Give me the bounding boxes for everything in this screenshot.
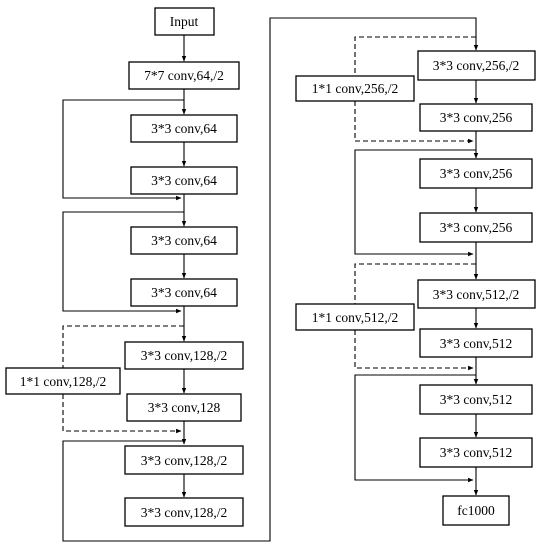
input-box	[154, 7, 215, 36]
shortcut-connection-block7-out	[354, 330, 474, 371]
conv1-box	[128, 61, 240, 90]
block8-conv-b-box	[419, 437, 533, 468]
block8-conv-a-label: 3*3 conv,512	[440, 392, 513, 407]
block2-conv-b-label: 3*3 conv,64	[151, 285, 217, 300]
fc-output-box	[442, 495, 510, 526]
block3-shortcut-box	[5, 367, 121, 395]
block7-conv-a-label: 3*3 conv,512,/2	[433, 287, 520, 302]
block3-conv-b-label: 3*3 conv,128	[148, 400, 221, 415]
block5-conv-a-label: 3*3 conv,256,/2	[433, 58, 520, 73]
block8-conv-b-label: 3*3 conv,512	[440, 445, 513, 460]
block2-conv-a-label: 3*3 conv,64	[151, 233, 217, 248]
shortcut-connection-block7-in	[354, 263, 476, 304]
block7-conv-b-box	[419, 328, 533, 358]
block1-conv-b-box	[130, 166, 238, 195]
block5-shortcut-box	[295, 75, 415, 102]
shortcut-connection-block5-out	[354, 101, 474, 144]
shortcut-connection-block5-in	[354, 36, 476, 76]
block1-conv-b-label: 3*3 conv,64	[151, 173, 217, 188]
shortcut-connection-block3-in	[62, 325, 184, 368]
block2-conv-a-box	[130, 226, 238, 255]
right-column: 3*3 conv,256,/2 3*3 conv,256 1*1 conv,25…	[295, 36, 536, 526]
skip-connection-block8	[354, 374, 476, 483]
block6-conv-a-box	[419, 158, 533, 189]
block3-conv-a-box	[124, 341, 244, 370]
input-label: Input	[170, 14, 199, 29]
block7-conv-b-label: 3*3 conv,512	[440, 336, 513, 351]
skip-connection-block1	[62, 99, 184, 201]
block3-conv-b-box	[126, 393, 242, 422]
block4-conv-b-box	[124, 497, 244, 527]
block2-conv-b-box	[130, 278, 238, 307]
block7-shortcut-box	[295, 303, 415, 331]
block4-conv-b-label: 3*3 conv,128,/2	[141, 505, 228, 520]
block1-conv-a-label: 3*3 conv,64	[151, 121, 217, 136]
shortcut-connection-block3-out	[62, 394, 182, 434]
block6-conv-b-label: 3*3 conv,256	[440, 220, 513, 235]
block5-conv-a-box	[417, 50, 536, 81]
block7-conv-a-box	[417, 279, 536, 309]
block5-shortcut-label: 1*1 conv,256,/2	[312, 81, 399, 96]
block3-shortcut-label: 1*1 conv,128,/2	[20, 374, 107, 389]
block3-conv-a-label: 3*3 conv,128,/2	[141, 348, 228, 363]
block4-conv-a-label: 3*3 conv,128,/2	[141, 453, 228, 468]
skip-connection-block2	[62, 211, 184, 314]
fc-output-label: fc1000	[457, 503, 495, 518]
block6-conv-b-box	[419, 212, 533, 243]
block4-conv-a-box	[124, 445, 244, 475]
block5-conv-b-label: 3*3 conv,256	[440, 110, 513, 125]
skip-connection-block6	[354, 149, 476, 257]
block8-conv-a-box	[419, 384, 533, 415]
block6-conv-a-label: 3*3 conv,256	[440, 166, 513, 181]
block1-conv-a-box	[130, 114, 238, 143]
conv1-label: 7*7 conv,64,/2	[144, 68, 224, 83]
left-column: Input 7*7 conv,64,/2 3*3 conv,64 3*3 con…	[5, 7, 479, 542]
block7-shortcut-label: 1*1 conv,512,/2	[312, 310, 399, 325]
block5-conv-b-box	[419, 103, 533, 132]
skip-connection-block4	[62, 17, 479, 542]
